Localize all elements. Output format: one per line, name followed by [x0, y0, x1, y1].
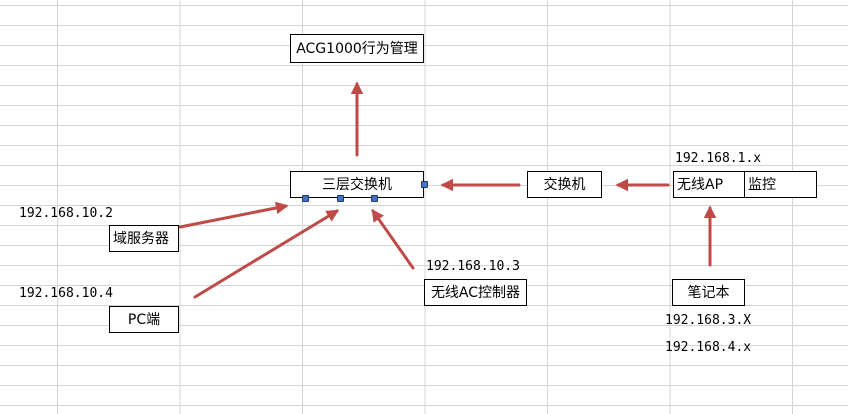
monitor-node: 监控 [744, 171, 817, 198]
selection-handle-bottom-right [371, 195, 378, 202]
arrow-pc-to-core [193, 209, 340, 299]
wireless-ac-controller-node: 无线AC控制器 [424, 279, 527, 306]
selection-handle-right [421, 181, 428, 188]
laptop-node: 笔记本 [672, 279, 745, 306]
laptop-ip-4-label: 192.168.4.x [665, 340, 752, 355]
ap-network-ip-label: 192.168.1.x [675, 151, 762, 166]
selection-handle-bottom-center [337, 195, 344, 202]
selection-handle-bottom-left [302, 195, 309, 202]
pc-node: PC端 [109, 306, 179, 333]
domain-server-ip-label: 192.168.10.2 [19, 206, 113, 221]
arrow-domain-server-to-core [178, 201, 289, 229]
acg1000-node: ACG1000行为管理 [290, 34, 424, 63]
laptop-ip-3-label: 192.168.3.X [665, 313, 752, 328]
arrow-wireless-ac-to-core [371, 208, 415, 270]
pc-ip-label: 192.168.10.4 [19, 286, 113, 301]
layer3-switch-node: 三层交换机 [290, 171, 424, 198]
wireless-ap-node: 无线AP [673, 171, 745, 198]
wireless-ac-ip-label: 192.168.10.3 [426, 259, 520, 274]
switch-node: 交换机 [527, 171, 602, 198]
domain-server-node: 域服务器 [109, 225, 179, 252]
